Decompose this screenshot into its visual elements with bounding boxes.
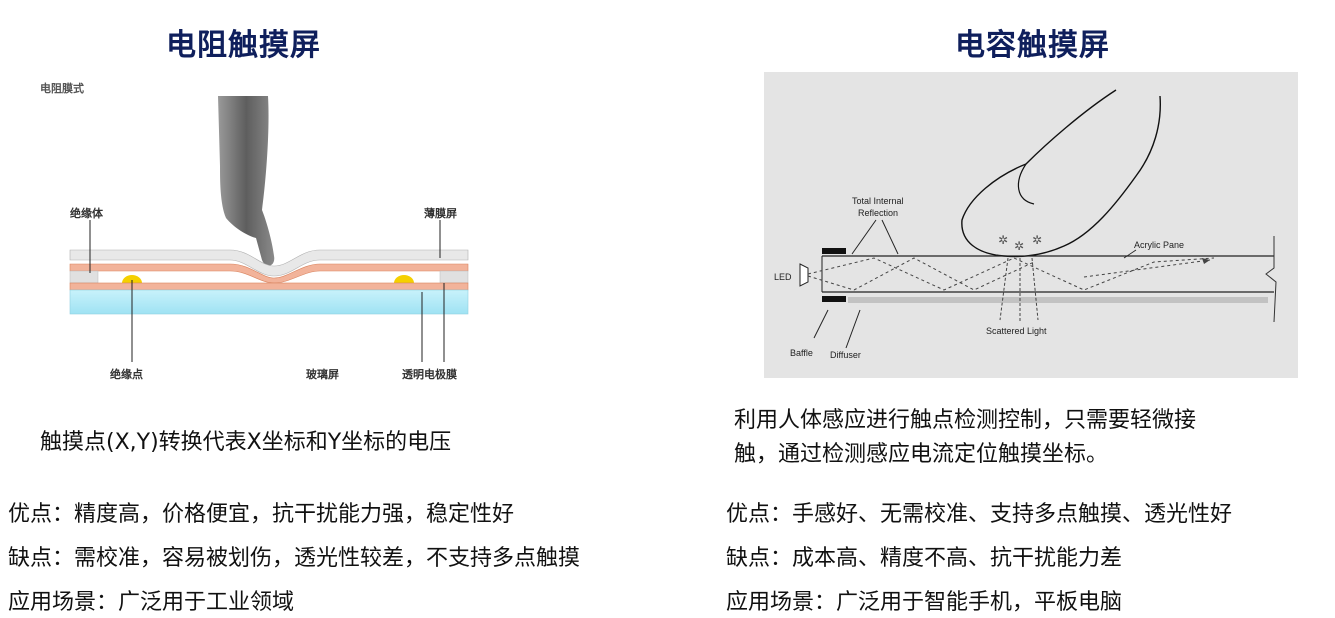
- capacitive-caption: 利用人体感应进行触点检测控制，只需要轻微接 触，通过检测感应电流定位触摸坐标。: [734, 404, 1334, 472]
- label-scattered: Scattered Light: [986, 326, 1047, 336]
- capacitive-caption-line2: 触，通过检测感应电流定位触摸坐标。: [734, 442, 1109, 467]
- svg-text:✲: ✲: [1014, 239, 1024, 253]
- insulator-left: [69, 270, 99, 284]
- label-insulator: 绝缘体: [70, 207, 103, 220]
- capacitive-pros: 优点：手感好、无需校准、支持多点触摸、透光性好: [726, 502, 1233, 527]
- insulation-dot-right: [394, 275, 414, 283]
- capacitive-title: 电容触摸屏: [955, 28, 1110, 63]
- label-acrylic: Acrylic Pane: [1134, 240, 1185, 250]
- led-icon: [799, 263, 809, 287]
- electrode-film: [69, 282, 469, 291]
- diagram-tag: 电阻膜式: [40, 82, 84, 95]
- resistive-diagram: 电阻膜式: [30, 70, 490, 390]
- svg-text:✲: ✲: [998, 233, 1008, 247]
- resistive-caption: 触摸点(X,Y)转换代表X坐标和Y坐标的电压: [40, 430, 452, 455]
- capacitive-usage: 应用场景：广泛用于智能手机，平板电脑: [726, 590, 1123, 615]
- svg-text:✲: ✲: [1032, 233, 1042, 247]
- baffle-top: [822, 248, 846, 254]
- baffle-bottom: [822, 296, 846, 302]
- label-insulation-dot: 绝缘点: [110, 368, 143, 381]
- glass-layer: [69, 289, 469, 315]
- label-film: 薄膜屏: [424, 207, 457, 220]
- capacitive-cons: 缺点：成本高、精度不高、抗干扰能力差: [726, 546, 1123, 571]
- top-film: [69, 249, 469, 277]
- label-diffuser: Diffuser: [830, 350, 861, 360]
- capacitive-diagram: ✲ ✲ ✲ Total Internal Reflection: [764, 72, 1298, 378]
- resistive-usage: 应用场景：广泛用于工业领域: [8, 590, 295, 615]
- finger-icon: [961, 89, 1161, 258]
- resistive-layers-svg: [69, 96, 469, 362]
- label-glass: 玻璃屏: [306, 368, 339, 381]
- label-baffle: Baffle: [790, 348, 813, 358]
- capacitive-svg: ✲ ✲ ✲: [799, 89, 1277, 349]
- hand-icon: [218, 96, 275, 266]
- insulator-right: [439, 270, 469, 284]
- label-led: LED: [774, 272, 792, 282]
- label-tir-2: Reflection: [858, 208, 899, 218]
- resistive-cons: 缺点：需校准，容易被划伤，透光性较差，不支持多点触摸: [8, 546, 581, 571]
- resistive-pros: 优点：精度高，价格便宜，抗干扰能力强，稳定性好: [8, 502, 515, 527]
- insulation-dot-left: [122, 275, 142, 283]
- capacitive-caption-line1: 利用人体感应进行触点检测控制，只需要轻微接: [734, 408, 1197, 433]
- label-electrode: 透明电极膜: [402, 368, 457, 381]
- label-tir-1: Total Internal: [852, 196, 904, 206]
- resistive-title: 电阻触摸屏: [166, 28, 321, 63]
